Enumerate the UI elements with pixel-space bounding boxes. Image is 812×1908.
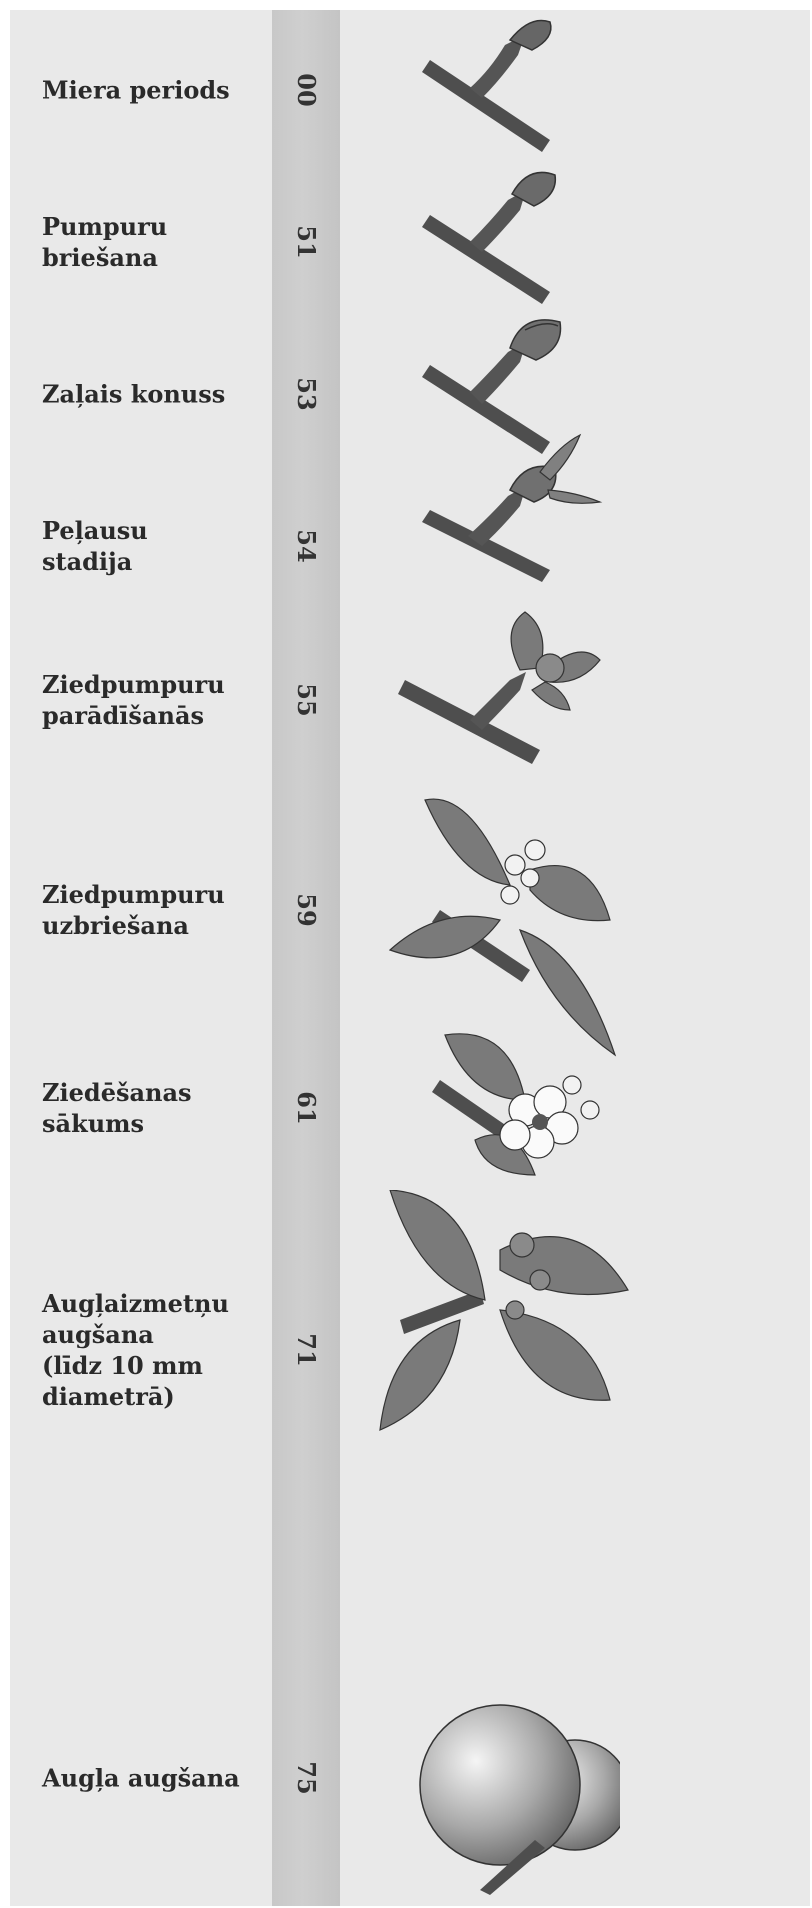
fruitlets-illustration: [350, 1190, 630, 1440]
growing-fruit-illustration: [350, 1690, 620, 1900]
dormant-twig-illustration: [350, 10, 610, 160]
code-band: [272, 10, 340, 1906]
stage-label: Ziedpumpuru uzbriešana: [42, 879, 262, 941]
stage-code: 00: [286, 70, 326, 110]
stage-code: 59: [286, 890, 326, 930]
stage-code: 75: [286, 1758, 326, 1798]
stage-label: Ziedēšanas sākums: [42, 1077, 262, 1139]
stage-label: Peļausu stadija: [42, 515, 262, 577]
stage-label: Zaļais konuss: [42, 379, 262, 410]
phenology-chart: Miera periods 00 Pumpuru briešana 51 Zaļ…: [10, 10, 810, 1906]
stage-label: Pumpuru briešana: [42, 211, 262, 273]
stage-label: Ziedpumpuru parādīšanās: [42, 669, 262, 731]
mouse-ear-illustration: [350, 430, 610, 590]
stage-code: 55: [286, 680, 326, 720]
flower-buds-visible-illustration: [350, 600, 610, 770]
stage-label: Augļaizmetņu augšana (līdz 10 mm diametr…: [42, 1288, 262, 1412]
stage-code: 53: [286, 374, 326, 414]
stage-code: 51: [286, 222, 326, 262]
stage-code: 71: [286, 1330, 326, 1370]
stage-code: 61: [286, 1088, 326, 1128]
first-flower-illustration: [350, 1030, 610, 1180]
swelling-bud-illustration: [350, 160, 610, 310]
flower-buds-swelling-illustration: [350, 790, 620, 1060]
stage-label: Miera periods: [42, 75, 262, 106]
stage-code: 54: [286, 526, 326, 566]
stage-label: Augļa augšana: [42, 1763, 262, 1794]
